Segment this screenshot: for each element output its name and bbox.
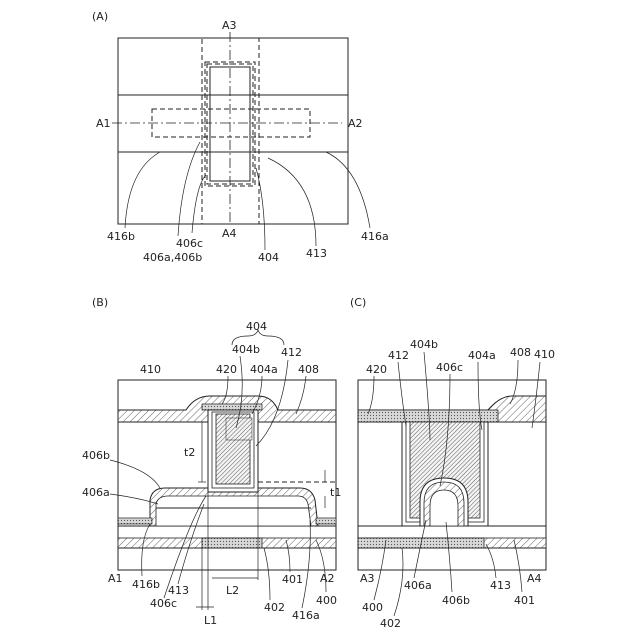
ref-420-c: 420 bbox=[366, 363, 387, 376]
section-label-a1: A1 bbox=[96, 117, 111, 130]
dim-t1: t1 bbox=[330, 486, 341, 499]
ref-416b-b: 416b bbox=[132, 578, 160, 591]
oxide-406a-b bbox=[156, 496, 311, 526]
panel-a-label: (A) bbox=[92, 10, 108, 23]
ref-404a-c: 404a bbox=[468, 349, 496, 362]
ref-404b-c: 404b bbox=[410, 338, 438, 351]
insulator-420-c bbox=[358, 410, 498, 422]
ref-404-a: 404 bbox=[258, 251, 279, 264]
ref-401-c: 401 bbox=[514, 594, 535, 607]
insulator-420-b bbox=[202, 404, 262, 410]
oxide-arch-inner bbox=[430, 490, 458, 526]
sd-416a-b bbox=[316, 518, 336, 524]
ref-406c-c: 406c bbox=[436, 361, 463, 374]
panel-a: (A) A3 A4 A1 A2 416b 406c 406a,406b 404 … bbox=[92, 10, 389, 264]
section-label-a3: A3 bbox=[222, 19, 237, 32]
panel-c-label: (C) bbox=[350, 296, 366, 309]
ref-408-c: 408 bbox=[510, 346, 531, 359]
ref-406c-b: 406c bbox=[150, 597, 177, 610]
ref-400-b: 400 bbox=[316, 594, 337, 607]
ref-404b-b: 404b bbox=[232, 343, 260, 356]
ref-401-b: 401 bbox=[282, 573, 303, 586]
ref-416a-a: 416a bbox=[361, 230, 389, 243]
dim-t2: t2 bbox=[184, 446, 195, 459]
ref-413-b: 413 bbox=[168, 584, 189, 597]
panel-a-frame bbox=[118, 38, 348, 224]
ref-406a-406b-a: 406a,406b bbox=[143, 251, 202, 264]
ref-402-c: 402 bbox=[380, 617, 401, 630]
section-label-a3-c: A3 bbox=[360, 572, 375, 585]
dim-l2: L2 bbox=[226, 584, 239, 597]
ref-412-c: 412 bbox=[388, 349, 409, 362]
ref-410-c: 410 bbox=[534, 348, 555, 361]
ref-410-b: 410 bbox=[140, 363, 161, 376]
ref-406a-b: 406a bbox=[82, 486, 110, 499]
ref-413-a: 413 bbox=[306, 247, 327, 260]
section-label-a2: A2 bbox=[348, 117, 363, 130]
ref-402-b: 402 bbox=[264, 601, 285, 614]
ref-420-b: 420 bbox=[216, 363, 237, 376]
ref-416a-b: 416a bbox=[292, 609, 320, 622]
group-label-404: 404 bbox=[246, 320, 267, 333]
panel-c: (C) 420 412 404b 406c 404a 408 410 bbox=[350, 296, 555, 630]
ref-406a-c: 406a bbox=[404, 579, 432, 592]
section-label-a1-b: A1 bbox=[108, 572, 123, 585]
dim-l1: L1 bbox=[204, 614, 217, 627]
panel-b-label: (B) bbox=[92, 296, 108, 309]
ref-416b-a: 416b bbox=[107, 230, 135, 243]
ref-404a-b: 404a bbox=[250, 363, 278, 376]
section-label-a2-b: A2 bbox=[320, 572, 335, 585]
ref-412-b: 412 bbox=[281, 346, 302, 359]
section-label-a4: A4 bbox=[222, 227, 237, 240]
ref-413-c: 413 bbox=[490, 579, 511, 592]
ref-406b-c: 406b bbox=[442, 594, 470, 607]
section-label-a4-c: A4 bbox=[527, 572, 542, 585]
gate-cap-b bbox=[226, 418, 252, 440]
ref-400-c: 400 bbox=[362, 601, 383, 614]
sd-416b-b bbox=[118, 518, 152, 524]
back-gate-402-b bbox=[202, 538, 262, 548]
ref-408-b: 408 bbox=[298, 363, 319, 376]
panel-b: (B) t2 t1 L2 bbox=[82, 296, 341, 627]
ref-406b-b: 406b bbox=[82, 449, 110, 462]
ref-406c-a: 406c bbox=[176, 237, 203, 250]
